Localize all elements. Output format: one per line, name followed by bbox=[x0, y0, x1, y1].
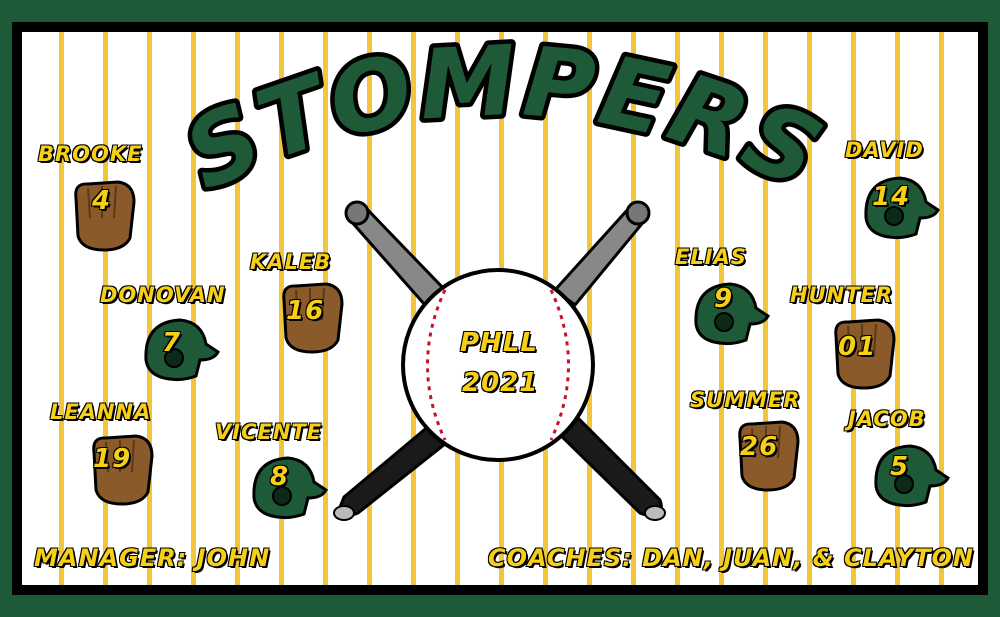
manager-label: MANAGER: JOHN bbox=[33, 543, 271, 573]
glove-icon bbox=[282, 282, 344, 354]
player-name: DONOVAN bbox=[99, 282, 226, 308]
player-number: 4 bbox=[91, 185, 112, 217]
player-name: KALEB bbox=[249, 249, 332, 275]
player-number: 9 bbox=[713, 283, 734, 315]
helmet-icon bbox=[864, 176, 940, 240]
player-name: DAVID bbox=[844, 137, 924, 163]
player-name: LEANNA bbox=[49, 399, 152, 425]
player-name: HUNTER bbox=[789, 282, 894, 308]
player-name: VICENTE bbox=[214, 419, 323, 445]
glove-icon bbox=[92, 434, 154, 506]
team-title-graphic: STOMPERS bbox=[164, 20, 841, 217]
player-number: 8 bbox=[269, 461, 290, 493]
player-name: SUMMER bbox=[689, 387, 801, 413]
season-year: 2021 bbox=[461, 367, 539, 399]
bats-and-ball bbox=[333, 200, 666, 521]
player-number: 19 bbox=[92, 443, 132, 475]
player-number: 14 bbox=[871, 181, 911, 213]
team-title: STOMPERS bbox=[168, 24, 840, 212]
helmet-icon bbox=[144, 318, 220, 382]
player-number: 5 bbox=[889, 451, 910, 483]
player-number: 7 bbox=[161, 327, 182, 359]
glove-icon bbox=[738, 420, 800, 492]
player-number: 01 bbox=[837, 331, 877, 363]
league-name: PHLL bbox=[459, 327, 538, 359]
player-name: JACOB bbox=[847, 406, 926, 432]
player-name: BROOKE bbox=[37, 141, 143, 167]
glove-icon bbox=[834, 318, 896, 390]
player-name: ELIAS bbox=[674, 244, 747, 270]
baseball-icon bbox=[401, 268, 595, 462]
helmet-icon bbox=[874, 444, 950, 508]
player-number: 26 bbox=[739, 431, 779, 463]
player-number: 16 bbox=[285, 295, 325, 327]
coaches-label: COACHES: DAN, JUAN, & CLAYTON bbox=[487, 543, 974, 573]
helmet-icon bbox=[252, 456, 328, 520]
helmet-icon bbox=[694, 282, 770, 346]
glove-icon bbox=[74, 180, 136, 252]
bat-icon bbox=[333, 200, 651, 521]
